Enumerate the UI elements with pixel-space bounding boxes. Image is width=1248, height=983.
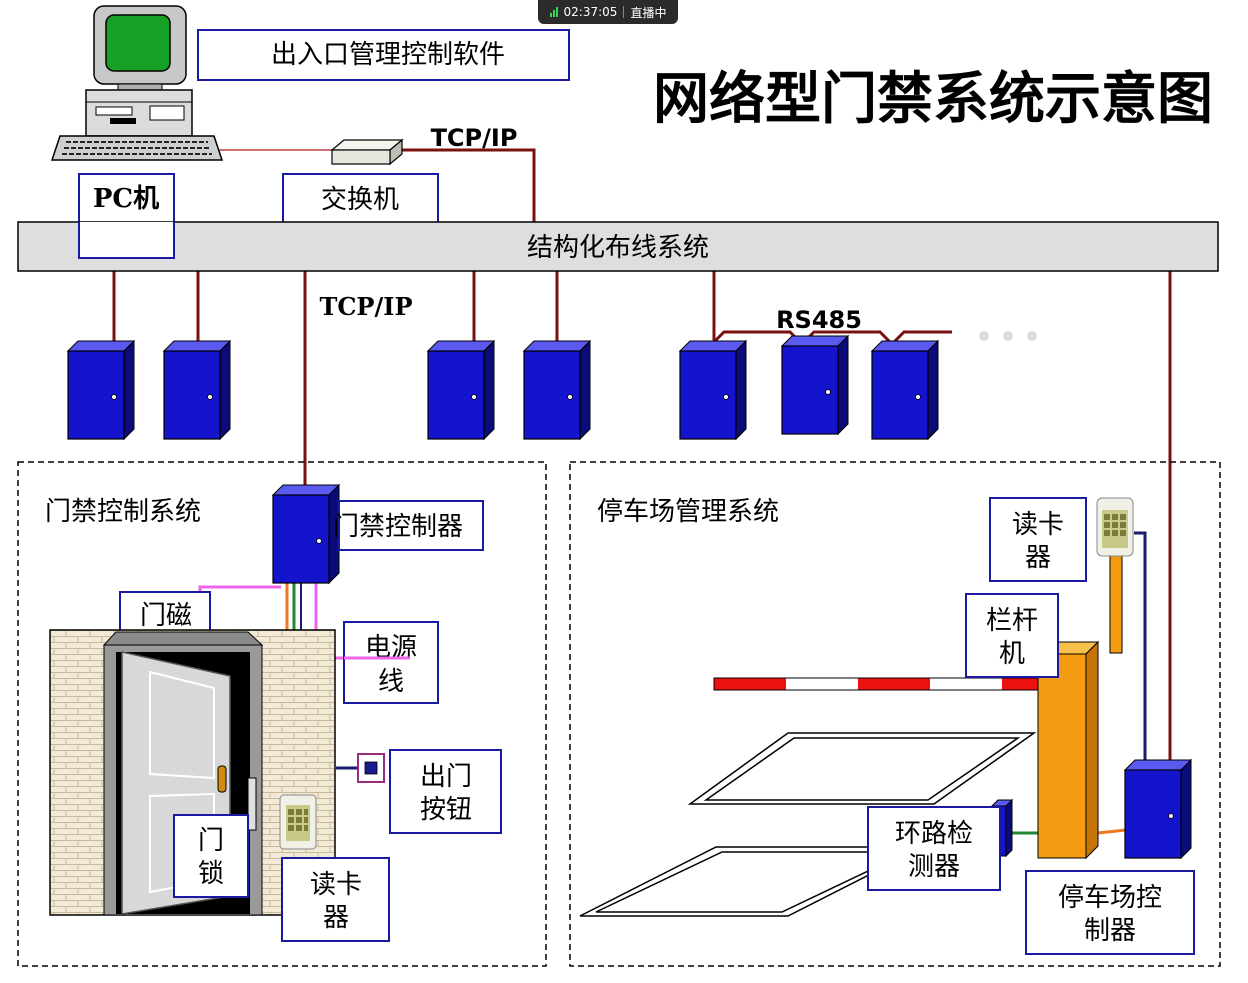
- door-magnet-label: 门磁: [140, 601, 192, 631]
- status-divider: [623, 6, 625, 18]
- access-control-panel: [17, 461, 547, 967]
- tcpip-mid-label: TCP/IP: [319, 292, 412, 321]
- parking-card-reader-icon: [1096, 497, 1134, 654]
- parking-controller-label-2: 制器: [1084, 916, 1136, 946]
- structured-cabling-bar: [17, 221, 1219, 272]
- switch-device-icon: [330, 138, 404, 166]
- door-card-reader-label-box: [281, 857, 390, 942]
- door-lock-label-2: 锁: [198, 859, 224, 889]
- barrier-label-1: 栏杆: [986, 606, 1038, 636]
- switch-label: 交换机: [321, 185, 399, 215]
- parking-reader-wire: [1134, 531, 1147, 766]
- door-magnet-wire: [198, 585, 281, 632]
- access-controller-label-box: [338, 500, 484, 551]
- loop-detector-label-2: 测器: [908, 852, 960, 882]
- pc-label: PC机: [93, 184, 159, 214]
- parking-controller-cabinet: [1124, 759, 1192, 859]
- door-card-reader-label-1: 读卡: [310, 870, 362, 900]
- cabling-label: 结构化布线系统: [527, 233, 709, 263]
- parking-controller-label-box: [1025, 870, 1195, 955]
- pc-computer-icon: [50, 5, 224, 161]
- barrier-controller-wire: [1097, 828, 1127, 835]
- signal-icon: [549, 7, 558, 17]
- controller-cabinet-1: [67, 340, 135, 440]
- parking-controller-label-1: 停车场控: [1058, 883, 1162, 913]
- door-card-reader-label-2: 器: [323, 903, 349, 933]
- controller-cabinet-4: [523, 340, 591, 440]
- status-live: 直播中: [630, 5, 667, 20]
- exit-button-label-1: 出门: [420, 762, 472, 792]
- door-magnet-label-box: [119, 591, 211, 637]
- loop-detector-label-box: [867, 806, 1001, 891]
- parking-panel: [569, 461, 1221, 967]
- continuation-dot-1: [979, 331, 989, 341]
- access-system-label: 门禁控制系统: [45, 497, 201, 527]
- door-lock-label-1: 门: [198, 826, 224, 856]
- exit-button-label-2: 按钮: [420, 795, 472, 825]
- loop-detector-label-1: 环路检: [895, 819, 973, 849]
- door-card-reader-icon: [279, 794, 317, 850]
- rs485-bus: [712, 330, 952, 347]
- power-line-label-box: [343, 621, 439, 704]
- exit-button-label-box: [389, 749, 502, 834]
- controller-cabinet-5: [679, 340, 747, 440]
- continuation-dot-2: [1003, 331, 1013, 341]
- controller-cabinet-7: [871, 340, 939, 440]
- continuation-dot-3: [1027, 331, 1037, 341]
- switch-uplink-cable: [400, 148, 536, 222]
- door-lock-label-box: [173, 814, 249, 898]
- software-label-box: [197, 29, 570, 81]
- controller-cabinet-3: [427, 340, 495, 440]
- barrier-label-box: [965, 593, 1059, 678]
- tcpip-top-label: TCP/IP: [431, 124, 518, 152]
- parking-card-reader-label-2: 器: [1025, 543, 1051, 573]
- ground-loop-icon-1: [687, 732, 1037, 805]
- switch-label-box: [282, 173, 439, 225]
- rs485-label: RS485: [776, 306, 862, 334]
- access-controller-label: 门禁控制器: [333, 512, 463, 542]
- parking-system-label: 停车场管理系统: [597, 497, 779, 527]
- status-time: 02:37:05: [563, 5, 618, 19]
- exit-button-icon-face: [364, 761, 378, 775]
- power-line-label-2: 线: [378, 667, 404, 697]
- parking-card-reader-label-1: 读卡: [1012, 510, 1064, 540]
- access-controller-cabinet: [272, 484, 340, 584]
- page-title: 网络型门禁系统示意图: [653, 67, 1213, 132]
- barrier-gate-icon: [713, 640, 1100, 860]
- controller-cabinet-6: [781, 335, 849, 435]
- controller-cabinet-2: [163, 340, 231, 440]
- software-label: 出入口管理控制软件: [271, 40, 505, 70]
- pc-label-box-overlap: [79, 222, 174, 258]
- parking-card-reader-label-box: [989, 497, 1087, 582]
- status-pill: 02:37:05 直播中: [538, 0, 678, 24]
- barrier-label-2: 机: [999, 639, 1025, 669]
